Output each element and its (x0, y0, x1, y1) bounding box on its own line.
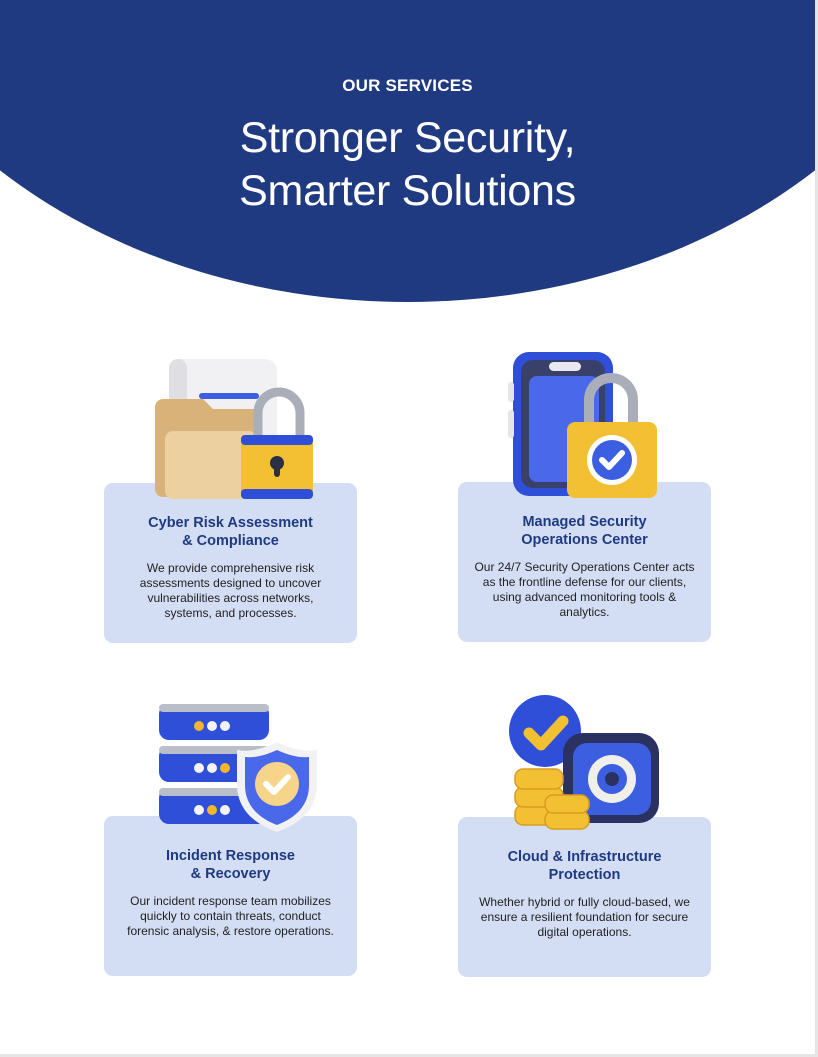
service-card-cyber-risk: Cyber Risk Assessment & Compliance We pr… (104, 483, 357, 643)
service-title-line-1: Managed Security (522, 514, 647, 530)
service-title: Managed Security Operations Center (458, 513, 711, 549)
service-title: Incident Response & Recovery (104, 847, 357, 883)
service-title: Cyber Risk Assessment & Compliance (104, 514, 357, 550)
service-card-incident-response: Incident Response & Recovery Our inciden… (104, 816, 357, 976)
service-description: We provide comprehensive risk assessment… (139, 561, 322, 620)
section-eyebrow: OUR SERVICES (342, 76, 473, 95)
service-title: Cloud & Infrastructure Protection (458, 848, 711, 884)
service-card-cloud-infrastructure: Cloud & Infrastructure Protection Whethe… (458, 817, 711, 977)
service-title-line-2: Operations Center (521, 532, 648, 548)
service-title-line-1: Cloud & Infrastructure (507, 849, 662, 865)
service-description: Our incident response team mobilizes qui… (127, 894, 334, 938)
page-title-line-2: Smarter Solutions (239, 167, 576, 215)
service-title-line-1: Cyber Risk Assessment (148, 515, 313, 531)
server-shield-check-icon (159, 704, 317, 832)
service-title-line-2: Protection (548, 867, 621, 883)
service-title-line-2: & Recovery (190, 866, 271, 882)
vault-coins-check-icon (509, 695, 659, 830)
page-title: Stronger Security, Smarter Solutions (0, 112, 815, 218)
service-title-line-2: & Compliance (182, 533, 279, 549)
service-title-line-1: Incident Response (166, 848, 295, 864)
service-description: Whether hybrid or fully cloud-based, we … (479, 895, 690, 939)
service-card-managed-soc: Managed Security Operations Center Our 2… (458, 482, 711, 642)
phone-padlock-check-icon (508, 352, 657, 498)
service-description: Our 24/7 Security Operations Center acts… (474, 560, 695, 619)
folder-document-padlock-icon (155, 359, 313, 499)
page-title-line-1: Stronger Security, (239, 114, 576, 162)
